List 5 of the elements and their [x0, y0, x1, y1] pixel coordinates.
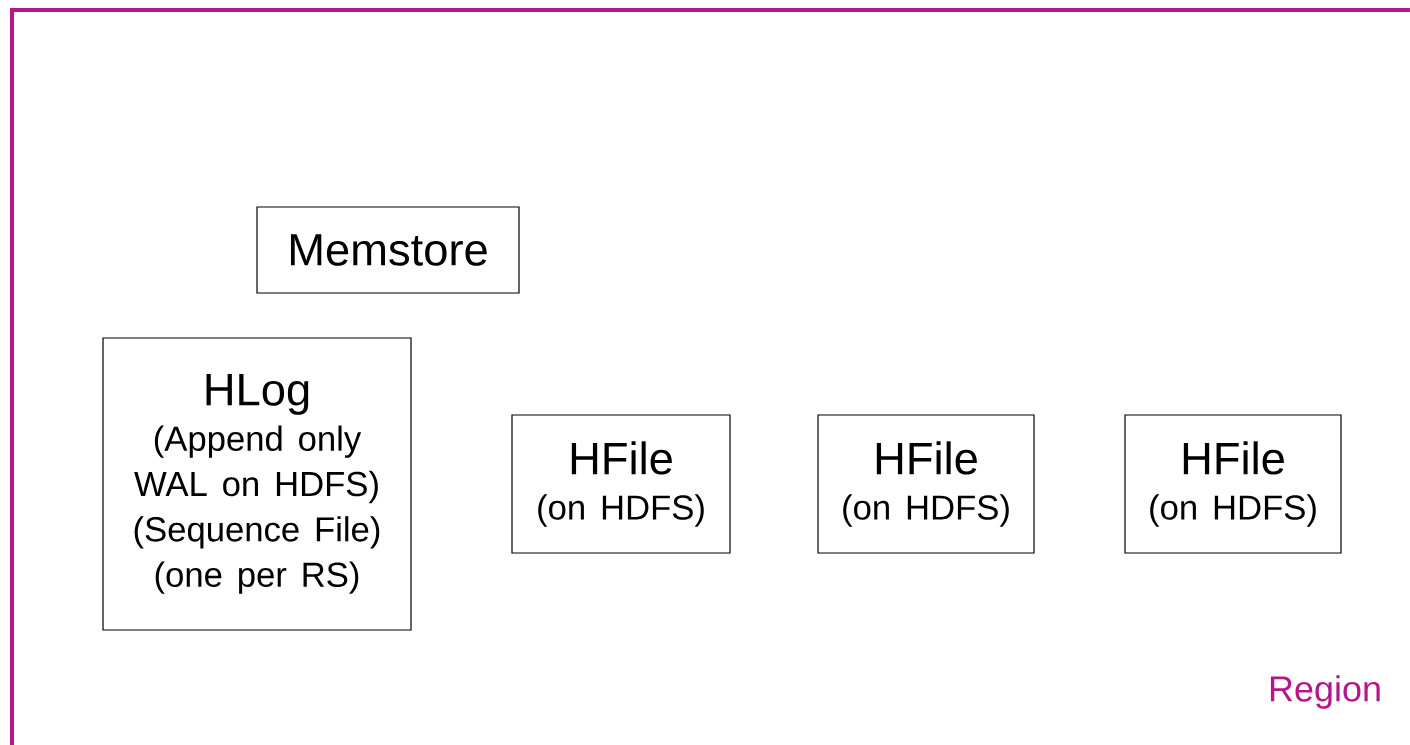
component-box: HFile (on HDFS)	[511, 414, 731, 554]
component-box: Memstore	[256, 206, 520, 294]
component-box: HFile (on HDFS)	[817, 414, 1035, 554]
component-box: HLog (Append only WAL on HDFS) (Sequence File) (one per RS)	[102, 337, 412, 631]
component-box: HFile (on HDFS)	[1124, 414, 1342, 554]
